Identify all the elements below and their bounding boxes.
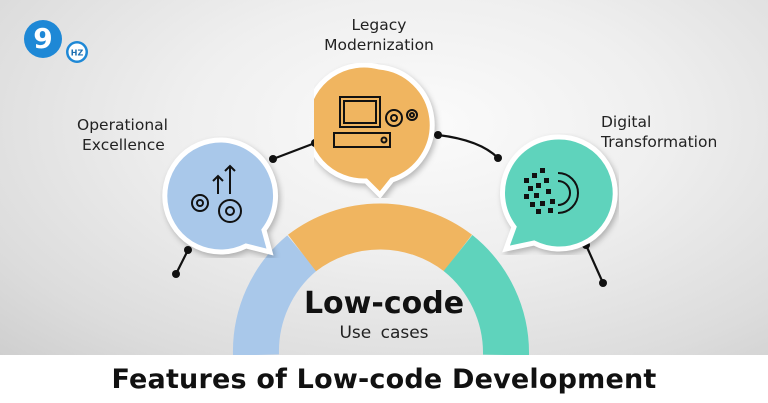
connector-lines <box>172 131 607 355</box>
gears-arrows-up-icon <box>191 164 242 223</box>
feature-bubble-operational-excellence <box>160 136 285 258</box>
pixel-gear-icon <box>524 168 555 214</box>
footer-banner: Features of Low-code Development <box>0 355 768 403</box>
page-title: Features of Low-code Development <box>111 363 657 395</box>
feature-bubble-digital-transformation <box>494 133 619 255</box>
svg-text:9: 9 <box>33 22 52 55</box>
computer-gears-icon <box>333 96 418 148</box>
center-title: Low-code <box>303 286 465 321</box>
svg-text:HZ: HZ <box>71 49 84 58</box>
feature-bubble-legacy-modernization <box>314 63 444 198</box>
center-subtitle: Use cases <box>339 323 429 343</box>
logo: 9 HZ <box>21 16 91 66</box>
